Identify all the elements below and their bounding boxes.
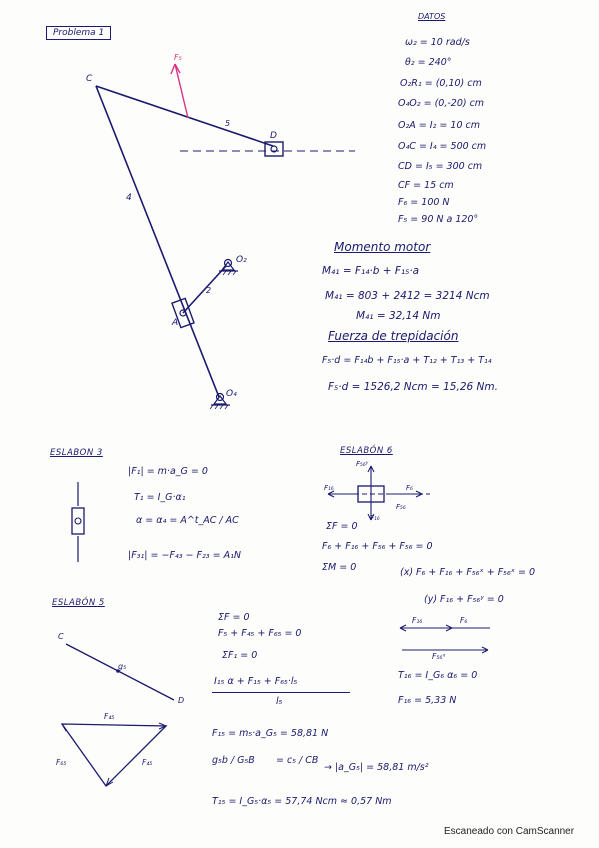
eslabon5-diagram [60, 643, 175, 788]
eslabon5-tri-right-label: F₄₅ [142, 758, 153, 767]
momento-line3: M₄₁ = 32,14 Nm [356, 310, 441, 322]
fuerza-line1: F₅·d = F₁₄b + F₁₅·a + T₁₂ + T₁₃ + T₁₄ [322, 355, 492, 366]
link-4-label: 4 [126, 193, 132, 203]
eslabon5-eq6-b: = c₅ / CB [276, 755, 319, 766]
point-d-label: D [270, 131, 277, 141]
eslabon6-res1: T₁₆ = I_G₆ α₆ = 0 [398, 670, 478, 681]
eslabon6-vector-label-1: F₁₆ [412, 616, 423, 625]
eslabon6-fbd-left-label: F₁₆ [324, 484, 334, 492]
problem-title: Problema 1 [46, 26, 112, 40]
eslabon3-title: ESLABON 3 [50, 448, 103, 458]
momento-line1: M₄₁ = F₁₄·b + F₁₅·a [322, 265, 420, 277]
eslabon5-tri-top-label: F₄₅ [104, 712, 115, 721]
eslabon6-vector-label-2: F₆ [460, 616, 468, 625]
eslabon6-eq3: ΣM = 0 [322, 562, 357, 573]
eslabon6-fbd [327, 465, 430, 521]
eslabon5-point-d: D [178, 696, 185, 705]
eslabon5-title: ESLABÓN 5 [52, 598, 105, 608]
eslabon6-vector-polygon [399, 624, 490, 654]
eslabon6-eq1: ΣF = 0 [326, 521, 358, 532]
fuerza-line2: F₅·d = 1526,2 Ncm = 15,26 Nm. [328, 381, 498, 393]
eslabon6-fbd-bottom-label: F₁₆ [370, 514, 380, 522]
link-5-label: 5 [225, 119, 231, 128]
eslabon3-line2: T₁ = I_G·α₁ [134, 492, 186, 503]
datos-item: O₄O₂ = (0,-20) cm [398, 98, 485, 109]
momento-title: Momento motor [334, 240, 431, 254]
eslabon6-fbd-top-label: F₅₆ʸ [356, 460, 369, 468]
pin-o2-label: O₂ [236, 255, 247, 265]
eslabon3-line3: α = α₄ = A^t_AC / AC [136, 515, 239, 526]
datos-item: ω₂ = 10 rad/s [405, 37, 470, 48]
eslabon5-eq3: ΣF₁ = 0 [222, 650, 258, 661]
point-a-label: A [172, 318, 179, 328]
eslabon6-title: ESLABÓN 6 [340, 446, 393, 456]
datos-item: O₄C = I₄ = 500 cm [398, 141, 487, 152]
eslabon5-tri-left-label: F₆₅ [56, 758, 67, 767]
force-f-label: F₅ [174, 53, 182, 62]
link-2-label: 2 [206, 286, 212, 295]
eslabon6-res2: F₁₆ = 5,33 N [398, 695, 457, 706]
eslabon5-eq6-a: g₅b / G₅B [212, 755, 255, 766]
eslabon5-eq4-numerator: I₁₅ α + F₁₅ + F₆₅·l₅ [214, 676, 298, 687]
datos-item: O₂R₁ = (0,10) cm [400, 78, 482, 89]
eslabon5-point-c: C [58, 632, 64, 641]
eslabon5-eq7: T₁₅ = I_G₅·α₅ = 57,74 Ncm ≈ 0,57 Nm [212, 796, 392, 807]
datos-item: F₆ = 100 N [398, 197, 450, 208]
eslabon5-eq4-denominator: l₅ [276, 696, 283, 707]
eslabon6-fbd-right-label: F₆ [406, 484, 413, 492]
eslabon5-eq5: F₁₅ = m₅·a_G₅ = 58,81 N [212, 728, 329, 739]
eslabon5-eq2: F₅ + F₄₅ + F₆₅ = 0 [218, 628, 302, 639]
eslabon3-slider-diagram [71, 482, 85, 562]
eslabon5-eq6-c: → |a_G₅| = 58,81 m/s² [324, 762, 429, 773]
datos-item: θ₂ = 240° [405, 57, 452, 68]
momento-line2: M₄₁ = 803 + 2412 = 3214 Ncm [325, 290, 490, 302]
fuerza-title: Fuerza de trepidación [328, 329, 459, 343]
pin-o4-label: O₄ [226, 389, 237, 399]
eslabon6-eq2: F₆ + F₁₆ + F₅₆ + F₅₆ = 0 [322, 541, 433, 552]
datos-item: O₂A = I₂ = 10 cm [398, 120, 480, 131]
eslabon6-eq4: (x) F₆ + F₁₆ + F₅₆ˣ + F₅₆ˣ = 0 [400, 567, 536, 578]
datos-item: F₅ = 90 N a 120° [398, 214, 479, 225]
eslabon3-line1: |F₁| = m·a_G = 0 [128, 466, 208, 477]
datos-item: CF = 15 cm [398, 180, 454, 191]
eslabon5-fraction-bar [212, 692, 350, 693]
point-c-label: C [86, 74, 93, 84]
eslabon6-fbd-f56-label: F₅₆ [396, 503, 406, 511]
datos-item: CD = I₅ = 300 cm [398, 161, 483, 172]
datos-title: DATOS [418, 12, 446, 21]
eslabon3-line4: |F₃₁| = −F₄₃ − F₂₃ = A₁N [128, 550, 242, 561]
eslabon6-vector-label-3: F₅₆ˣ [432, 652, 446, 661]
eslabon5-eq1: ΣF = 0 [218, 612, 250, 623]
eslabon5-g5-label: g₅ [118, 662, 127, 671]
scanner-watermark: Escaneado con CamScanner [444, 826, 575, 837]
eslabon6-eq5: (y) F₁₆ + F₅₆ʸ = 0 [424, 594, 504, 605]
